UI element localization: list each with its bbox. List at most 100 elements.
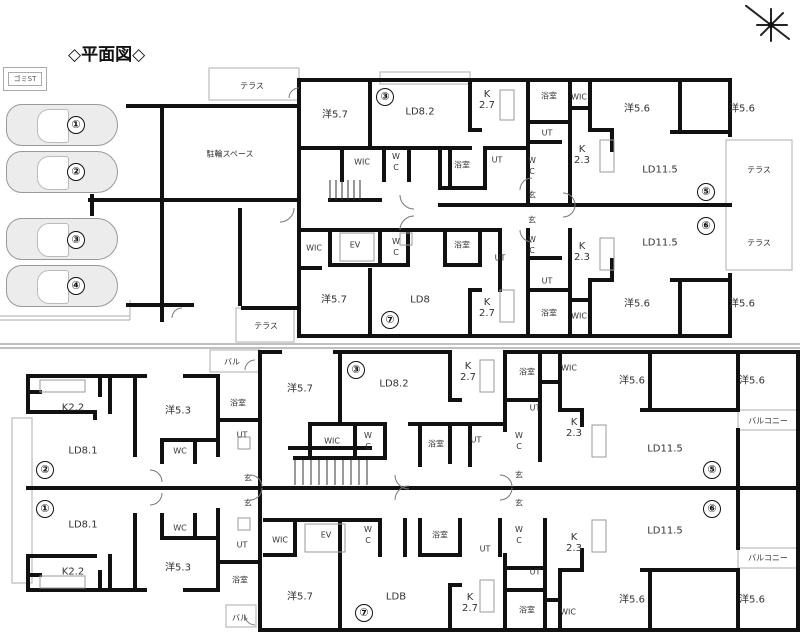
room-wc: W C [528, 235, 536, 255]
terrace-label: テラス [747, 165, 771, 175]
room-western-5.6: 洋5.6 [729, 103, 755, 115]
parking-car-2 [6, 151, 118, 193]
elevator: EV [349, 240, 361, 250]
unit-number-6: ⑥ [697, 217, 715, 235]
unit-number-7: ⑦ [355, 604, 373, 622]
parking-car-4 [6, 265, 118, 307]
unit-number-5: ⑤ [697, 183, 715, 201]
entrance: 玄 [244, 473, 252, 483]
room-western-5.3: 洋5.3 [165, 405, 191, 417]
room-wic: WIC [306, 243, 322, 253]
room-kitchen-2.2: K2.2 [61, 402, 85, 414]
entrance: 玄 [515, 498, 523, 508]
room-ld-8.1: LD8.1 [68, 445, 98, 457]
terrace-label: テラス [747, 238, 771, 248]
room-wic: WIC [324, 436, 340, 446]
room-wc: W C [528, 156, 536, 176]
room-wc: WC [173, 523, 187, 533]
room-wc: W C [515, 431, 523, 451]
unit-number-2: ② [36, 461, 54, 479]
room-western-5.6: 洋5.6 [739, 594, 765, 606]
room-western-5.6: 洋5.6 [624, 103, 650, 115]
room-wic: WIC [571, 92, 587, 102]
entrance: 玄 [244, 498, 252, 508]
room-bath: 浴室 [454, 160, 470, 170]
room-wic: WIC [561, 363, 577, 373]
page-title: ◇平面図◇ [68, 45, 146, 65]
room-kitchen-2.7: K 2.7 [479, 297, 495, 319]
room-ld-8.1: LD8.1 [68, 519, 98, 531]
room-ut: UT [494, 253, 506, 263]
parking-car-3 [6, 218, 118, 260]
entrance: 玄 [515, 470, 523, 480]
balcony-label: バルコニー [748, 553, 788, 563]
room-bath: 浴室 [541, 308, 557, 318]
room-ut: UT [491, 155, 503, 165]
room-bath: 浴室 [428, 439, 444, 449]
room-bath: 浴室 [232, 575, 248, 585]
room-western-5.3: 洋5.3 [165, 562, 191, 574]
room-wc: WC [173, 446, 187, 456]
room-bath: 浴室 [541, 91, 557, 101]
room-wic: WIC [354, 157, 370, 167]
room-wc: W C [392, 152, 400, 172]
elevator: EV [320, 530, 332, 540]
room-bath: 浴室 [230, 398, 246, 408]
room-wc: W C [515, 525, 523, 545]
room-bath: 浴室 [432, 530, 448, 540]
room-kitchen-2.7: K 2.7 [479, 89, 495, 111]
room-bath: 浴室 [519, 605, 535, 615]
room-ut: UT [236, 430, 248, 440]
balcony-label: バル [232, 613, 248, 623]
room-western-5.7: 洋5.7 [322, 109, 348, 121]
unit-number-7: ⑦ [381, 311, 399, 329]
room-western-5.6: 洋5.6 [624, 298, 650, 310]
room-ld-11.5: LD11.5 [642, 237, 678, 249]
room-wic: WIC [571, 311, 587, 321]
parking-number-2: ② [67, 163, 85, 181]
room-wic: WIC [560, 607, 576, 617]
unit-number-5: ⑤ [703, 461, 721, 479]
unit-number-3: ③ [376, 88, 394, 106]
room-kitchen-2.3: K 2.3 [574, 144, 590, 166]
garbage-station: ゴミST [3, 67, 47, 91]
room-ld-11.5: LD11.5 [642, 164, 678, 176]
entrance: 玄 [528, 215, 536, 225]
room-ld-11.5: LD11.5 [647, 443, 683, 455]
room-western-5.7: 洋5.7 [287, 591, 313, 603]
room-western-5.6: 洋5.6 [739, 375, 765, 387]
room-kitchen-2.3: K 2.3 [566, 532, 582, 554]
room-kitchen-2.3: K 2.3 [574, 241, 590, 263]
room-ut: UT [479, 544, 491, 554]
unit-number-1: ① [36, 500, 54, 518]
parking-number-3: ③ [67, 231, 85, 249]
room-western-5.7: 洋5.7 [321, 294, 347, 306]
bicycle-space-label: 駐輪スペース [206, 149, 254, 159]
room-ut: UT [541, 276, 553, 286]
room-ld-8: LD8 [410, 294, 430, 306]
parking-number-4: ④ [67, 277, 85, 295]
room-ld-8.2: LD8.2 [379, 378, 409, 390]
terrace-label: テラス [240, 81, 264, 91]
room-kitchen-2.7: K 2.7 [462, 592, 478, 614]
room-wc: W C [364, 431, 372, 451]
room-bath: 浴室 [454, 240, 470, 250]
room-bath: 浴室 [519, 367, 535, 377]
room-ut: UT [529, 403, 541, 413]
terrace-label: テラス [254, 321, 278, 331]
room-wc: W C [364, 525, 372, 545]
room-western-5.6: 洋5.6 [729, 298, 755, 310]
parking-number-1: ① [67, 116, 85, 134]
room-ld-11.5: LD11.5 [647, 525, 683, 537]
room-ut: UT [541, 128, 553, 138]
room-western-5.6: 洋5.6 [619, 594, 645, 606]
balcony-label: バルコニー [748, 416, 788, 426]
room-wc: W C [392, 237, 400, 257]
unit-number-3: ③ [347, 361, 365, 379]
room-ut: UT [470, 435, 482, 445]
parking-car-1 [6, 104, 118, 146]
room-ut: UT [529, 567, 541, 577]
room-western-5.6: 洋5.6 [619, 375, 645, 387]
room-western-5.7: 洋5.7 [287, 383, 313, 395]
